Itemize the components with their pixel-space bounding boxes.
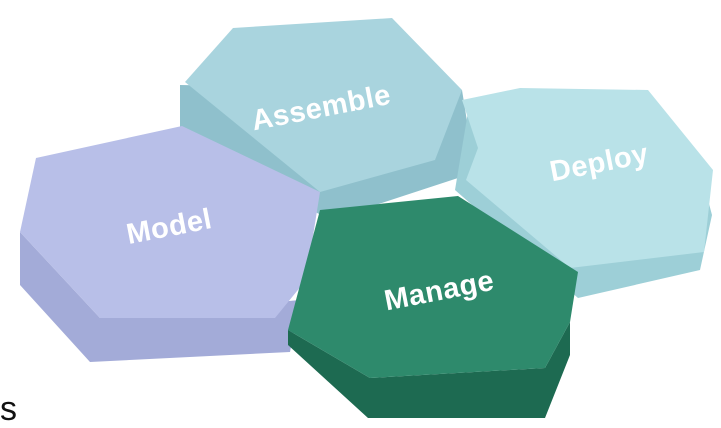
hexagon-deploy-top [462,88,713,268]
hexagon-manage: Manage [288,196,578,418]
cropped-text-fragment: s [0,390,17,428]
hexagon-model-side [20,232,300,362]
hexagon-model: Model [20,126,320,362]
hexagon-assemble-top [185,18,462,192]
hexagon-manage-top [288,196,578,378]
hexagon-model-top [20,126,320,318]
hexagon-manage-side [288,322,570,418]
hexagon-assemble: Assemble [180,18,470,220]
hexagon-deploy: Deploy [455,88,713,298]
